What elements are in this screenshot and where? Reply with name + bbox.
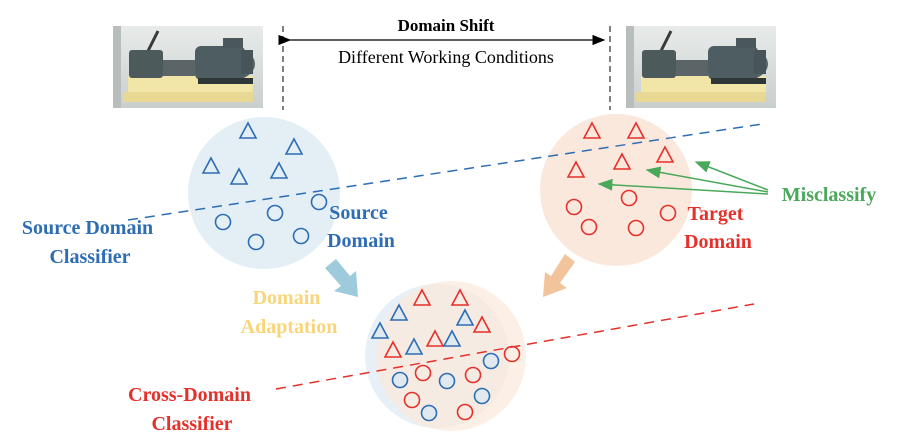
source-classifier-label-line1: Source Domain xyxy=(22,217,153,239)
misclassify-label: Misclassify xyxy=(782,184,876,206)
source-triangle-marker xyxy=(201,156,221,174)
merged-blue-circle-marker xyxy=(438,372,456,390)
misclassify-arrow xyxy=(645,166,769,193)
source-circle-marker xyxy=(247,233,265,251)
target-triangle-marker xyxy=(566,160,586,178)
target-triangle-marker xyxy=(612,152,632,170)
source-domain-cluster xyxy=(188,117,340,269)
domain-adaptation-label-line1: Domain xyxy=(253,287,321,309)
source-machine-image xyxy=(113,26,263,108)
merged-blue-circle-marker xyxy=(482,352,500,370)
source-classifier-line xyxy=(127,123,763,221)
source-triangle-marker xyxy=(238,121,258,139)
source-triangle-marker xyxy=(284,137,304,155)
target-adaptation-arrow xyxy=(543,254,575,297)
source-adaptation-arrow xyxy=(325,259,358,297)
cross-domain-classifier-label-line1: Cross-Domain xyxy=(128,384,251,406)
target-domain-label-line2: Domain xyxy=(684,231,752,253)
merged-blue-triangle-marker xyxy=(404,337,424,355)
merged-cluster-target xyxy=(376,281,526,431)
domain-adaptation-label: Domain Adaptation xyxy=(241,287,338,338)
target-circle-marker xyxy=(580,218,598,236)
merged-blue-triangle-marker xyxy=(389,303,409,321)
cross-domain-classifier-label: Cross-Domain Classifier xyxy=(128,384,256,435)
target-triangle-marker xyxy=(582,121,602,139)
target-circle-marker xyxy=(627,219,645,237)
merged-blue-triangle-marker xyxy=(455,308,475,326)
target-triangle-marker xyxy=(626,121,646,139)
source-domain-label-line1: Source xyxy=(329,202,388,224)
source-circle-marker xyxy=(266,204,284,222)
source-classifier-label-line2: Classifier xyxy=(49,246,130,268)
merged-red-circle-marker xyxy=(503,345,521,363)
merged-red-triangle-marker xyxy=(383,340,403,358)
misclassify-arrow xyxy=(694,161,769,191)
merged-red-circle-marker xyxy=(464,366,482,384)
merged-blue-circle-marker xyxy=(391,371,409,389)
domain-shift-title: Domain Shift xyxy=(398,16,495,35)
merged-blue-circle-marker xyxy=(420,404,438,422)
domain-shift-subtitle: Different Working Conditions xyxy=(338,47,554,67)
merged-red-triangle-marker xyxy=(450,288,470,306)
merged-blue-triangle-marker xyxy=(442,329,462,347)
target-circle-marker xyxy=(659,204,677,222)
target-triangle-marker xyxy=(655,145,675,163)
merged-red-circle-marker xyxy=(414,364,432,382)
source-classifier-label: Source Domain Classifier xyxy=(22,217,158,268)
merged-red-triangle-marker xyxy=(472,315,492,333)
merged-red-triangle-marker xyxy=(425,329,445,347)
source-circle-marker xyxy=(292,227,310,245)
source-circle-marker xyxy=(214,213,232,231)
target-domain-label: Target Domain xyxy=(684,203,752,253)
merged-blue-circle-marker xyxy=(473,387,491,405)
sample-markers xyxy=(201,121,677,422)
merged-red-triangle-marker xyxy=(412,288,432,306)
target-circle-marker xyxy=(620,189,638,207)
target-circle-marker xyxy=(565,198,583,216)
merged-blue-triangle-marker xyxy=(370,321,390,339)
source-circle-marker xyxy=(310,193,328,211)
merged-red-circle-marker xyxy=(403,391,421,409)
target-domain-cluster xyxy=(540,114,692,266)
misclassify-arrow xyxy=(597,178,769,195)
source-domain-label: Source Domain xyxy=(327,202,395,252)
source-triangle-marker xyxy=(269,161,289,179)
source-domain-label-line2: Domain xyxy=(327,230,395,252)
source-triangle-marker xyxy=(229,167,249,185)
domain-adaptation-label-line2: Adaptation xyxy=(241,316,338,338)
target-machine-image xyxy=(626,26,776,108)
cross-domain-classifier-label-line2: Classifier xyxy=(151,413,232,435)
merged-red-circle-marker xyxy=(456,403,474,421)
target-domain-label-line1: Target xyxy=(688,203,744,225)
